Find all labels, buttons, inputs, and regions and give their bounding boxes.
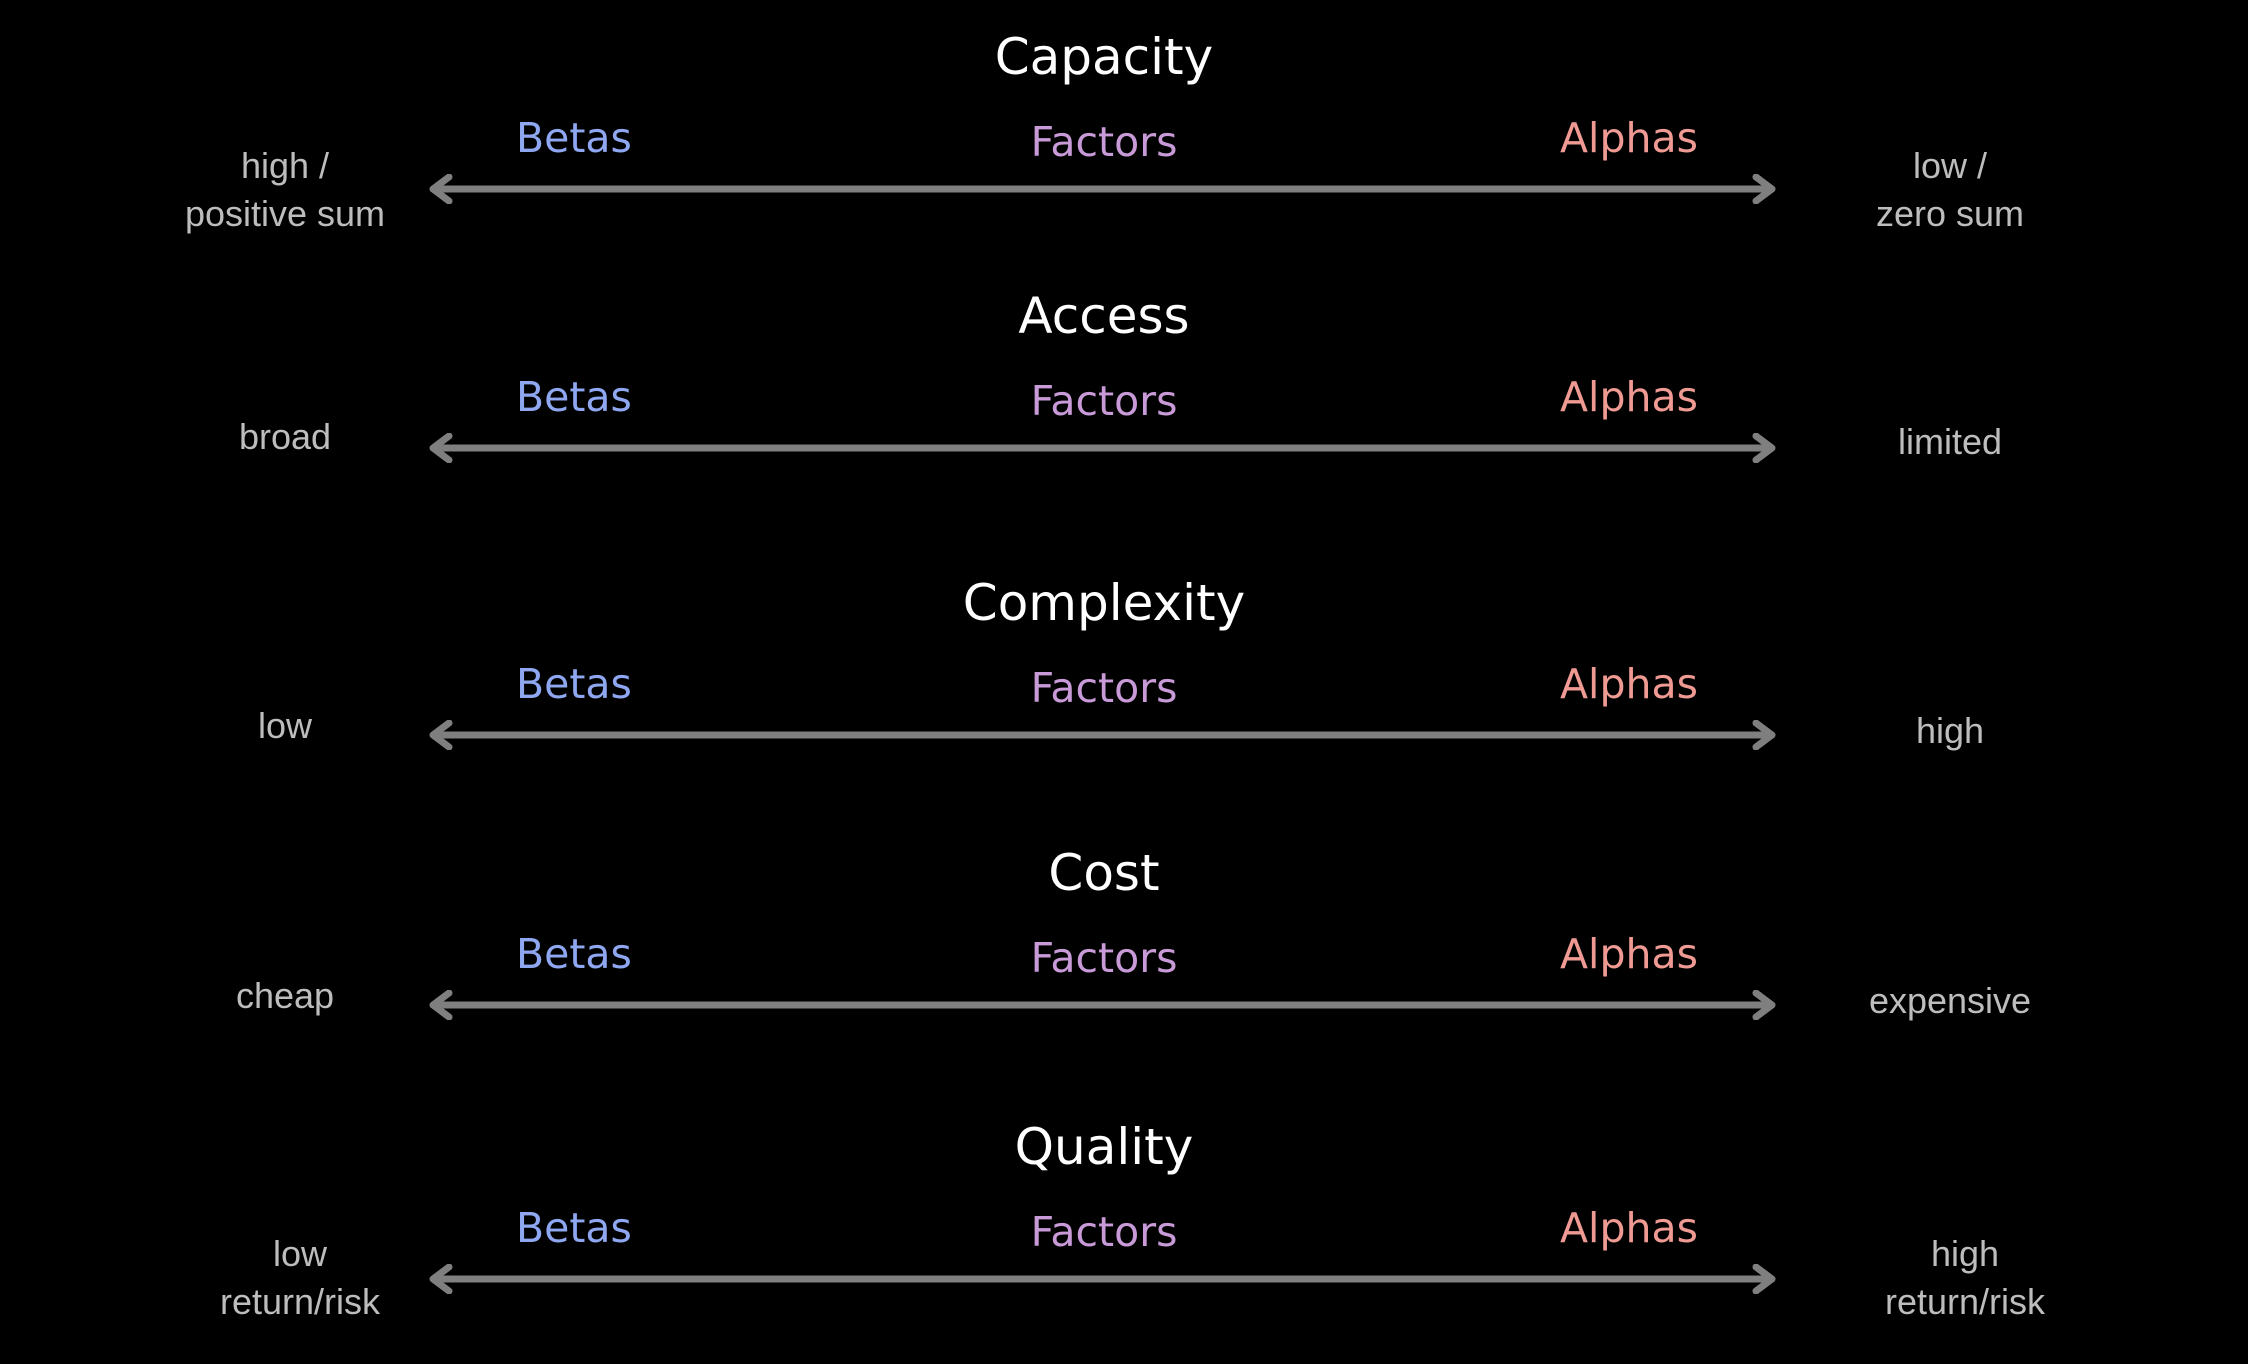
betas-label: Betas (516, 373, 632, 421)
factors-label: Factors (1030, 934, 1178, 982)
factors-label: Factors (1030, 1208, 1178, 1256)
betas-label: Betas (516, 930, 632, 978)
alphas-label: Alphas (1560, 114, 1698, 162)
betas-label: Betas (516, 660, 632, 708)
alphas-label: Alphas (1560, 930, 1698, 978)
right-end-label: high return/risk (1884, 1233, 2046, 1322)
factors-label: Factors (1030, 118, 1178, 166)
alphas-label: Alphas (1560, 1204, 1698, 1252)
alphas-label: Alphas (1560, 660, 1698, 708)
left-end-label: high / positive sum (184, 145, 386, 234)
row-title: Access (1018, 287, 1190, 345)
left-end-label: low return/risk (219, 1233, 381, 1322)
spectrum-row-quality: Quality Betas Factors Alphas low return/… (0, 1104, 2248, 1364)
left-end-label: low (257, 705, 313, 746)
row-title: Capacity (994, 28, 1214, 86)
spectrum-row-access: Access Betas Factors Alphas broad limite… (0, 273, 2248, 533)
double-arrow-axis (429, 1264, 1776, 1294)
spectrum-row-cost: Cost Betas Factors Alphas cheap expensiv… (0, 830, 2248, 1090)
double-arrow-axis (429, 990, 1776, 1020)
alphas-label: Alphas (1560, 373, 1698, 421)
left-end-label: broad (238, 416, 332, 457)
betas-label: Betas (516, 1204, 632, 1252)
double-arrow-axis (429, 433, 1776, 463)
double-arrow-axis (429, 720, 1776, 750)
factors-label: Factors (1030, 664, 1178, 712)
right-end-label: limited (1897, 421, 2003, 462)
row-title: Complexity (962, 574, 1246, 632)
double-arrow-axis (429, 174, 1776, 204)
factors-label: Factors (1030, 377, 1178, 425)
right-end-label: expensive (1868, 980, 2032, 1021)
betas-label: Betas (516, 114, 632, 162)
row-title: Cost (1048, 844, 1160, 902)
right-end-label: high (1915, 710, 1985, 751)
left-end-label: cheap (235, 975, 335, 1016)
spectrum-row-complexity: Complexity Betas Factors Alphas low high (0, 560, 2248, 820)
row-title: Quality (1014, 1118, 1194, 1176)
right-end-label: low / zero sum (1875, 145, 2025, 234)
spectrum-row-capacity: Capacity Betas Factors Alphas high / pos… (0, 14, 2248, 274)
